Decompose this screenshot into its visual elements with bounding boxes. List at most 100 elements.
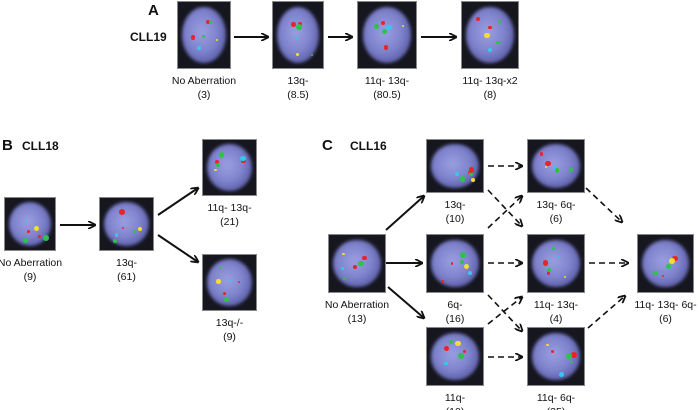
fish-signal-dot bbox=[237, 280, 240, 283]
fish-signal-dot bbox=[295, 36, 299, 40]
fish-signal-dot bbox=[357, 260, 364, 267]
fish-signal-dot bbox=[24, 219, 27, 222]
fish-signal-dot bbox=[551, 350, 555, 354]
fish-signal-dot bbox=[215, 160, 220, 165]
fish-signal-dot bbox=[546, 343, 549, 347]
panel-b-node-0-name: No Aberration bbox=[0, 257, 63, 269]
fish-signal-dot bbox=[383, 45, 388, 50]
nucleus bbox=[431, 239, 479, 288]
panel-a-node-0-count: (3) bbox=[197, 89, 211, 101]
panel-c-cell-image-7 bbox=[638, 235, 693, 292]
panel-c-cell-image-3 bbox=[427, 328, 483, 385]
solid-arrow bbox=[385, 196, 424, 231]
panel-b-node-1-count: (61) bbox=[117, 271, 136, 283]
fish-signal-dot bbox=[228, 279, 232, 283]
panel-c-node-1-name: 13q- bbox=[444, 199, 466, 211]
nucleus bbox=[532, 239, 580, 288]
fish-signal-dot bbox=[214, 168, 217, 172]
fish-signal-dot bbox=[23, 238, 28, 244]
fish-signal-dot bbox=[448, 340, 453, 345]
fish-signal-dot bbox=[542, 260, 549, 266]
fish-signal-dot bbox=[540, 152, 544, 156]
nucleus bbox=[207, 144, 252, 191]
panel-c-node-2-name: 6q- bbox=[447, 299, 463, 311]
fish-signal-dot bbox=[401, 24, 405, 27]
fish-signal-dot bbox=[114, 233, 119, 238]
fish-signal-dot bbox=[669, 257, 675, 264]
fish-signal-dot bbox=[133, 230, 136, 233]
fish-signal-dot bbox=[468, 171, 473, 176]
fish-signal-dot bbox=[138, 226, 143, 231]
fish-signal-dot bbox=[296, 24, 303, 31]
fish-signal-dot bbox=[454, 172, 459, 176]
panel-b-sample: CLL18 bbox=[22, 139, 59, 153]
fish-signal-dot bbox=[34, 225, 40, 231]
fish-signal-dot bbox=[463, 349, 466, 353]
panel-b-node-0-count: (9) bbox=[23, 271, 37, 283]
fish-signal-dot bbox=[215, 162, 220, 167]
panel-b-node-2-count: (21) bbox=[220, 216, 239, 228]
panel-c-sample: CLL16 bbox=[350, 139, 387, 153]
panel-c-cell-image-4 bbox=[528, 140, 584, 192]
panel-c-node-3-count: (10) bbox=[400, 405, 510, 410]
panel-b-node-3-name: 13q-/- bbox=[215, 317, 244, 329]
fish-signal-dot bbox=[197, 46, 201, 50]
fish-signal-dot bbox=[311, 53, 314, 56]
fish-signal-dot bbox=[460, 259, 465, 264]
dashed-arrow bbox=[487, 189, 522, 226]
panel-c-node-3-name: 11q- bbox=[444, 392, 466, 404]
nucleus bbox=[182, 7, 226, 63]
panel-c-node-0-count: (13) bbox=[347, 313, 367, 325]
panel-b-letter: B bbox=[2, 137, 13, 154]
fish-signal-dot bbox=[458, 352, 464, 359]
nucleus bbox=[362, 7, 412, 63]
panel-a-node-3-count: (8) bbox=[483, 89, 497, 101]
fish-signal-dot bbox=[209, 21, 213, 25]
panel-b-cell-image-1 bbox=[100, 198, 153, 250]
dashed-arrow bbox=[487, 196, 522, 229]
fish-signal-dot bbox=[240, 155, 246, 162]
fish-signal-dot bbox=[215, 38, 219, 41]
panel-a-node-3-name: 11q- 13q-x2 bbox=[462, 75, 518, 87]
fish-signal-dot bbox=[470, 178, 475, 182]
panel-c-node-2-count: (16) bbox=[445, 313, 465, 325]
panel-a-node-0-name: No Aberration bbox=[171, 75, 237, 87]
fish-signal-dot bbox=[122, 226, 125, 229]
fish-signal-dot bbox=[224, 296, 230, 302]
fish-signal-dot bbox=[342, 276, 347, 280]
panel-b-node-3-count: (9) bbox=[223, 331, 236, 343]
fish-signal-dot bbox=[558, 372, 564, 378]
fish-signal-dot bbox=[544, 165, 547, 168]
fish-signal-dot bbox=[666, 264, 672, 270]
dashed-arrow bbox=[585, 187, 622, 222]
fish-signal-dot bbox=[460, 251, 467, 258]
fish-signal-dot bbox=[119, 209, 125, 215]
fish-signal-dot bbox=[443, 346, 449, 351]
panel-b-node-2-name: 11q- 13q- bbox=[207, 202, 252, 214]
fish-signal-dot bbox=[341, 266, 345, 271]
panel-c-node-6-count: (35) bbox=[501, 405, 611, 410]
fish-signal-dot bbox=[218, 266, 222, 269]
fish-signal-dot bbox=[190, 34, 196, 40]
fish-signal-dot bbox=[468, 167, 475, 173]
fish-signal-dot bbox=[216, 279, 221, 284]
fish-signal-dot bbox=[476, 17, 481, 21]
fish-signal-dot bbox=[444, 361, 448, 366]
fish-signal-dot bbox=[223, 292, 226, 295]
nucleus bbox=[431, 144, 479, 188]
fish-signal-dot bbox=[552, 247, 556, 251]
fish-signal-dot bbox=[569, 168, 573, 172]
fish-signal-dot bbox=[467, 271, 472, 275]
panel-a-node-1-count: (8.5) bbox=[287, 89, 309, 101]
fish-signal-dot bbox=[661, 274, 665, 278]
panel-c-cell-image-2 bbox=[427, 235, 483, 292]
fish-signal-dot bbox=[26, 229, 30, 233]
panel-a-node-2-count: (80.5) bbox=[373, 89, 401, 101]
panel-c-node-4-count: (6) bbox=[549, 213, 563, 225]
panel-a-node-1-name: 13q- bbox=[287, 75, 309, 87]
panel-c-node-0-name: No Aberration bbox=[324, 299, 390, 311]
fish-signal-dot bbox=[653, 270, 658, 275]
panel-c-node-7-name: 11q- 13q- 6q- bbox=[634, 299, 697, 311]
panel-c-cell-image-1 bbox=[427, 140, 483, 192]
